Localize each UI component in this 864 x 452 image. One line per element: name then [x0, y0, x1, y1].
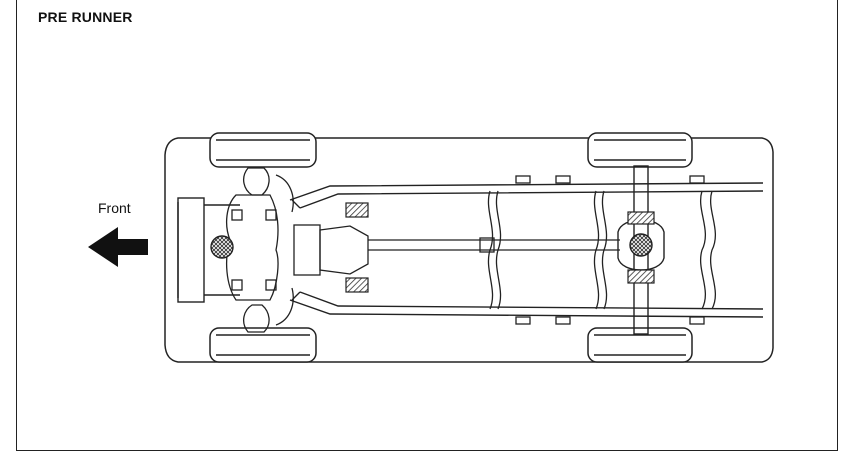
mount-pad-rear-lower	[627, 269, 655, 284]
drive-shaft	[368, 237, 620, 253]
diagram-frame	[16, 0, 838, 451]
rear-differential	[629, 233, 653, 257]
differentials	[210, 233, 653, 259]
vehicle-body-outline	[164, 137, 774, 363]
front-suspension	[225, 167, 369, 333]
wheel-front-right	[209, 327, 317, 363]
page-title: PRE RUNNER	[38, 9, 133, 25]
mount-pad-front-upper	[345, 202, 369, 218]
mount-pad-front-lower	[345, 277, 369, 293]
front-differential	[210, 235, 234, 259]
frame-rails	[177, 182, 764, 318]
wheel-front-left	[209, 132, 317, 168]
wheel-rear-right	[587, 327, 693, 363]
front-label: Front	[98, 200, 131, 216]
wheel-rear-left	[587, 132, 693, 168]
body-mount-pads	[345, 202, 655, 293]
mount-pad-rear-upper	[627, 211, 655, 225]
front-arrow-icon	[88, 227, 148, 267]
